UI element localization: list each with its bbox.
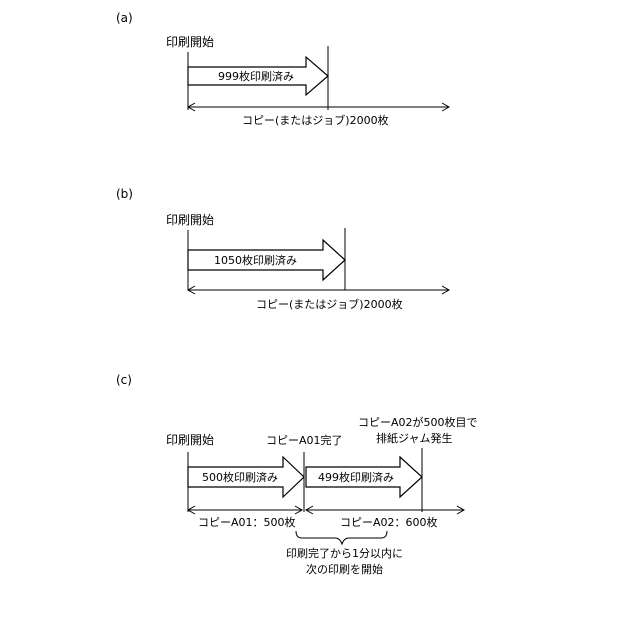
panel-c-arrow2-label: 499枚印刷済み <box>318 470 394 484</box>
panel-c-span1-label: コピーA01：500枚 <box>198 515 296 529</box>
panel-a-span-arrow <box>188 103 449 111</box>
panel-c-arrow1-label: 500枚印刷済み <box>202 470 278 484</box>
panel-b-arrow-label: 1050枚印刷済み <box>214 253 297 267</box>
panel-c-jam-label-line2: 排紙ジャム発生 <box>376 431 452 445</box>
panel-c-note-line2: 次の印刷を開始 <box>306 562 383 576</box>
panel-b-span-arrow <box>188 286 449 294</box>
panel-a-span-label: コピー(またはジョブ)2000枚 <box>242 113 389 127</box>
panel-c-start-label: 印刷開始 <box>166 433 214 447</box>
panel-a: (a) 印刷開始 999枚印刷済み コピー(またはジョブ)2000枚 <box>116 11 449 127</box>
panel-a-arrow-label: 999枚印刷済み <box>218 69 294 83</box>
panel-c-span-arrow-1 <box>188 506 302 514</box>
panel-b: (b) 印刷開始 1050枚印刷済み コピー(またはジョブ)2000枚 <box>116 187 449 311</box>
panel-c: (c) コピーA02が500枚目で 排紙ジャム発生 印刷開始 コピーA01完了 … <box>116 373 478 576</box>
panel-b-start-label: 印刷開始 <box>166 213 214 227</box>
panel-c-interval-bracket <box>296 531 387 544</box>
panel-b-label: (b) <box>116 187 133 201</box>
panel-b-span-label: コピー(またはジョブ)2000枚 <box>256 297 403 311</box>
panel-c-jam-label-line1: コピーA02が500枚目で <box>358 415 478 429</box>
panel-c-note-line1: 印刷完了から1分以内に <box>286 546 403 560</box>
panel-c-complete-label: コピーA01完了 <box>266 433 343 447</box>
panel-c-label: (c) <box>116 373 132 387</box>
panel-c-span-arrow-2 <box>306 506 464 514</box>
panel-a-label: (a) <box>116 11 133 25</box>
panel-a-start-label: 印刷開始 <box>166 35 214 49</box>
panel-c-span2-label: コピーA02：600枚 <box>340 515 438 529</box>
